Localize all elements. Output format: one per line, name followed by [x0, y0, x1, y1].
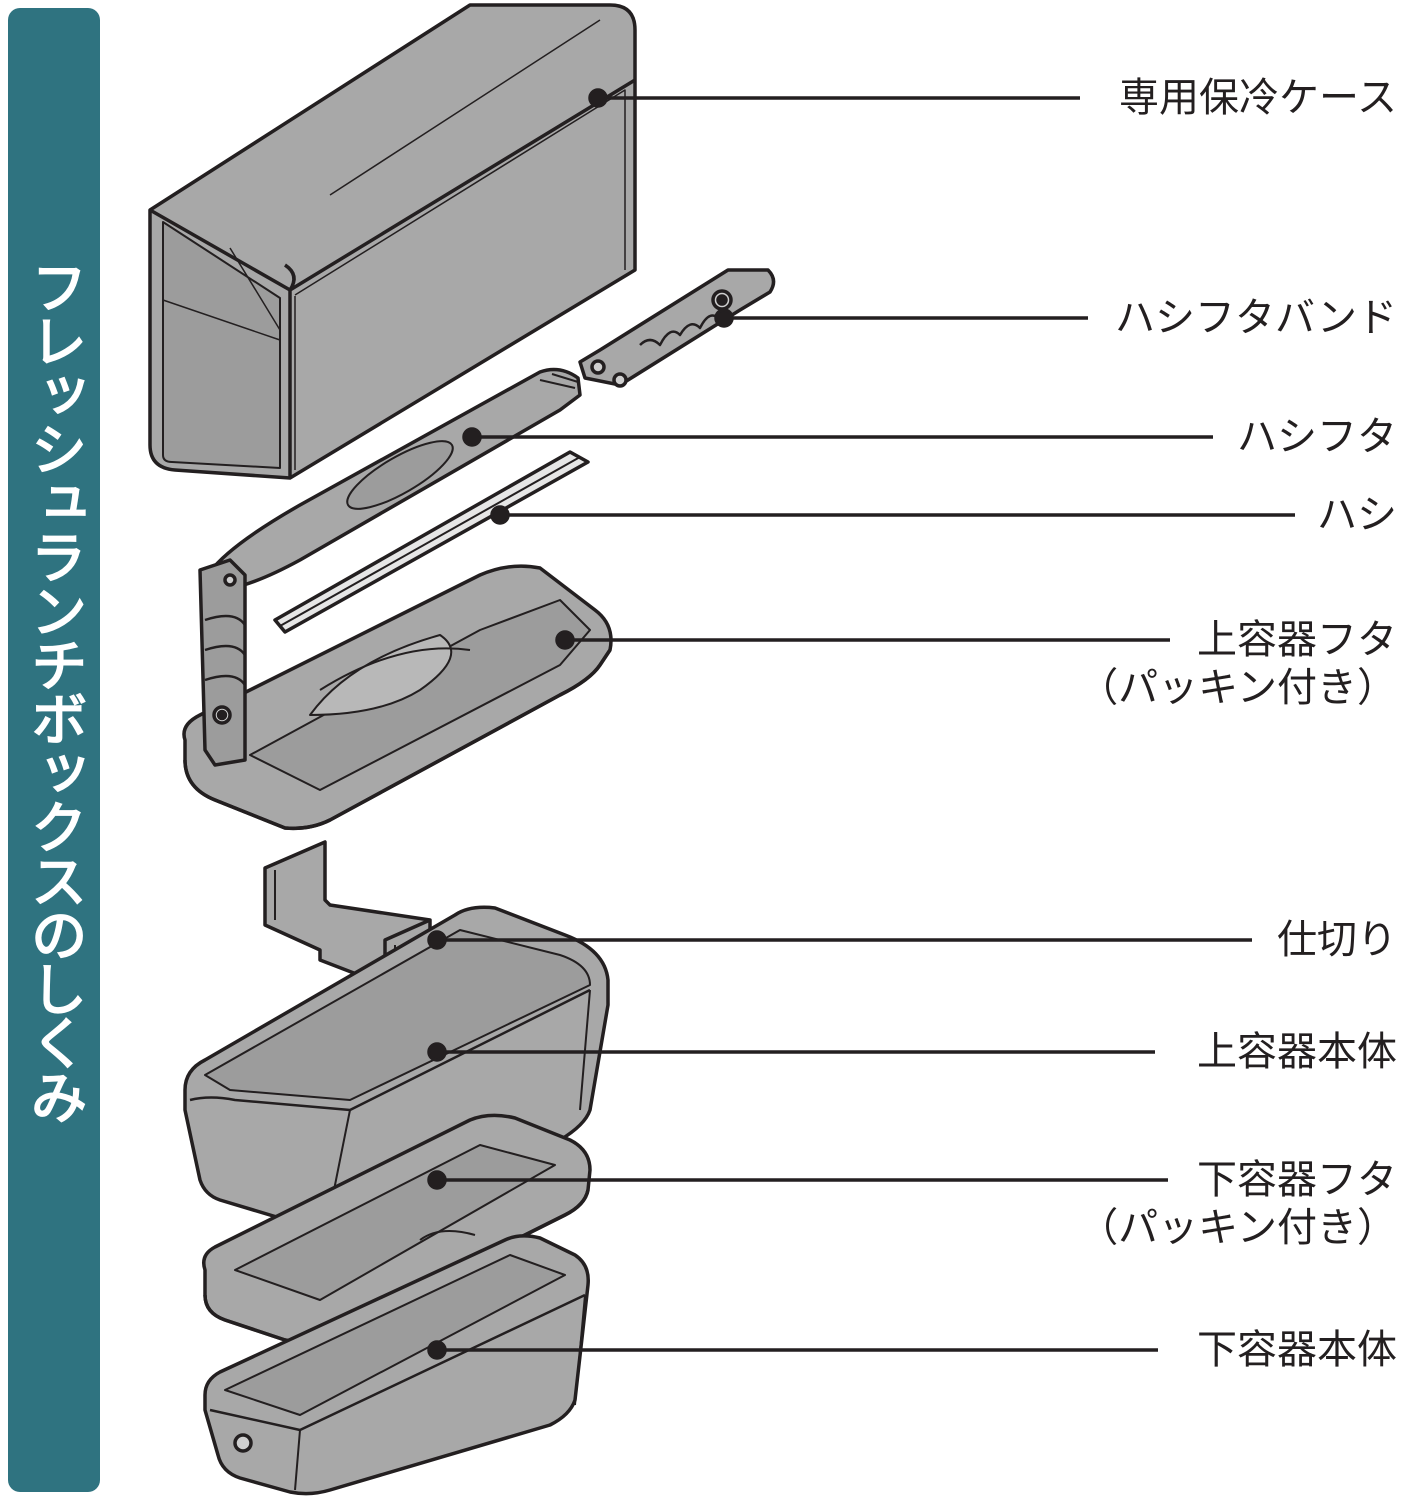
label-lower-body: 下容器本体 — [1197, 1327, 1397, 1373]
label-chopstick-lid: ハシフタ — [1237, 414, 1397, 460]
label-divider: 仕切り — [1277, 917, 1397, 963]
side-banner: フレッシュランチボックスのしくみ — [8, 8, 100, 1492]
upper-lid-illustration — [182, 558, 613, 831]
lower-lid-illustration — [202, 1113, 592, 1344]
label-upper-lid: 上容器フタ （パッキン付き） — [1078, 617, 1397, 711]
label-lower-lid: 下容器フタ （パッキン付き） — [1078, 1157, 1397, 1251]
chopsticks-illustration — [273, 450, 590, 634]
label-upper-body: 上容器本体 — [1197, 1029, 1397, 1075]
chopstick-lid-illustration — [208, 367, 582, 592]
label-upper-lid-note: （パッキン付き） — [1078, 665, 1397, 711]
lower-body-illustration — [203, 1234, 590, 1496]
label-chopstick-lid-band: ハシフタバンド — [1115, 295, 1397, 341]
cooler-case-illustration — [148, 3, 637, 480]
label-chopsticks: ハシ — [1317, 492, 1397, 538]
label-cooler-case: 専用保冷ケース — [1119, 75, 1397, 121]
banner-title: フレッシュランチボックスのしくみ — [21, 258, 87, 1122]
label-lower-lid-note: （パッキン付き） — [1078, 1205, 1397, 1251]
